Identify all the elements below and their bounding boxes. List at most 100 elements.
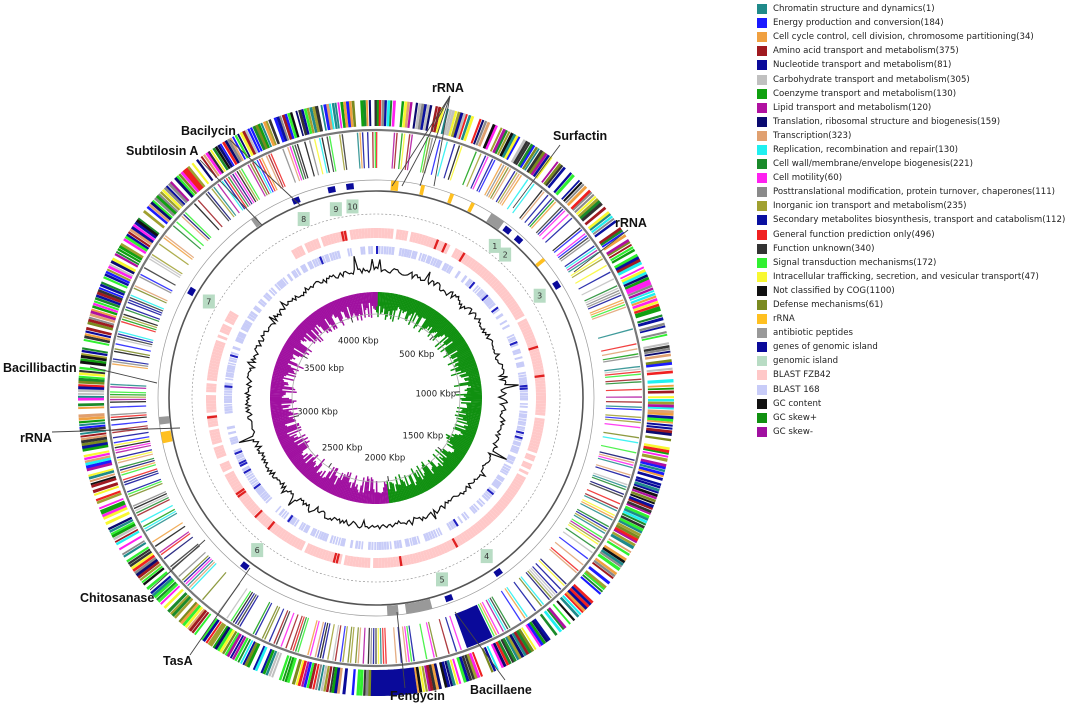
cog-forward-gene [368,100,372,127]
cog-forward-gene [644,347,671,355]
cog-forward-gene [643,445,670,454]
legend-swatch [757,144,767,155]
gc-skew-negative [304,318,320,335]
cog-forward-gene [455,113,467,139]
blast-fzb42-hit [456,535,464,546]
cog-reverse-gene [602,436,639,444]
cog-forward-gene [80,432,107,438]
cog-forward-gene [79,369,106,375]
cog-forward-gene [126,233,150,250]
cog-reverse-gene [438,618,450,654]
cog-forward-gene [227,138,243,163]
gc-skew-positive [438,456,455,471]
genomic-island-gene [493,567,503,578]
cog-forward-gene [581,202,603,222]
genomic-island-gene [291,196,301,205]
gc-skew-positive [421,466,436,487]
rrna-mark [419,184,426,196]
blast-fzb42-hit [518,320,529,328]
legend-label: Cell wall/membrane/envelope biogenesis(2… [773,159,973,170]
legend-item: Cell cycle control, cell division, chrom… [757,30,1077,44]
cog-forward-gene [221,630,238,655]
blast-168-hit [404,538,408,548]
cog-forward-gene [182,169,202,192]
blast-fzb42-hit [247,502,258,512]
cog-reverse-gene [317,622,327,658]
cog-forward-gene [477,121,491,147]
gc-skew-negative [275,424,300,434]
gc-skew-negative [335,299,342,313]
blast-fzb42-hit [487,275,497,285]
blast-168-hit [468,281,476,289]
cog-forward-gene [634,481,660,492]
cog-reverse-gene [462,151,477,186]
blast-fzb42-hit [522,460,533,468]
blast-fzb42-hit [531,359,543,365]
cog-reverse-gene [571,258,604,279]
cog-forward-gene [481,647,494,673]
cog-forward-gene [621,512,647,526]
gc-skew-negative [305,317,316,329]
blast-168-hit [484,490,493,498]
cog-reverse-gene [110,386,147,389]
gc-skew-negative [271,377,285,382]
cog-reverse-gene [491,168,512,200]
blast-168-hit [508,338,517,344]
blast-fzb42-hit [304,242,311,253]
legend-swatch [757,285,767,296]
cog-forward-gene [165,185,186,206]
blast-168-hit [510,447,519,453]
cog-forward-gene [78,392,105,396]
cog-reverse-gene [377,627,380,664]
cog-forward-gene [150,200,172,221]
gc-skew-positive [463,425,478,431]
gc-skew-negative [308,463,323,481]
cog-forward-gene [417,103,425,130]
cog-forward-gene [312,663,320,690]
gc-skew-negative [274,425,288,431]
gc-skew-negative [362,292,367,311]
gc-skew-positive [458,379,481,386]
genomic-island-number: 6 [255,546,260,555]
blast-fzb42-hit [213,345,224,352]
cog-reverse-gene [254,160,272,194]
blast-fzb42-hit [387,228,391,239]
blast-fzb42-hit [376,228,379,239]
cog-reverse-gene [238,169,259,202]
cog-reverse-gene [110,396,147,398]
gc-skew-positive [436,466,448,478]
cog-forward-gene [212,147,229,171]
legend-swatch [757,271,767,282]
blast-fzb42-hit [456,250,464,261]
blast-fzb42-hit [221,323,233,331]
cog-forward-gene [614,253,639,269]
blast-fzb42-hit [443,243,451,255]
cog-reverse-gene [604,418,641,424]
gc-skew-negative [272,371,287,377]
blast-168-hit [518,374,527,378]
blast-fzb42-hit [534,374,545,378]
gc-skew-positive [403,475,414,498]
cog-forward-gene [422,104,431,131]
cog-forward-gene [635,476,662,487]
blast-168-hit [321,532,327,541]
cog-reverse-gene [406,625,413,662]
gc-skew-negative [280,351,296,360]
cog-reverse-gene [571,518,603,539]
cog-forward-gene [613,529,638,544]
cog-reverse-gene [117,333,153,344]
blast-168-hit [334,536,339,545]
cog-forward-gene [435,107,445,134]
blast-fzb42-hit [517,318,528,326]
blast-168-hit [383,246,387,255]
gc-skew-negative [276,426,302,438]
blast-168-hit [224,403,233,406]
cog-forward-gene [608,538,632,554]
blast-fzb42-hit [309,545,317,556]
gc-skew-negative [316,309,333,333]
gc-skew-negative [344,296,353,318]
cog-reverse-gene [359,132,363,169]
blast-168-hit [238,459,247,465]
blast-fzb42-hit [231,482,242,491]
gc-skew-positive [421,309,436,330]
